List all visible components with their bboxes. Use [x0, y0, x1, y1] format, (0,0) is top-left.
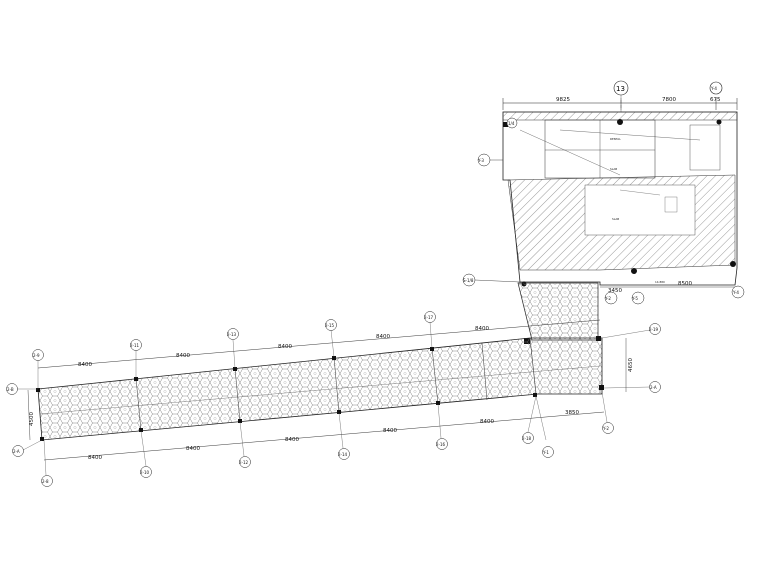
connector-block: [517, 282, 599, 344]
grid-bubble-13: 13: [616, 85, 625, 93]
corridor-side-dim-left: 4500: [29, 412, 35, 426]
grid-bubble-1-4: 1/4: [508, 121, 515, 126]
dim-9825: 9825: [556, 97, 570, 103]
corridor-bottom-dim-2: 8400: [186, 446, 200, 452]
svg-text:SLAB: SLAB: [610, 167, 617, 171]
corridor-bottom-dim-4: 8400: [383, 428, 397, 434]
grid-bubble-2-19: 2-19: [649, 327, 659, 332]
corridor-top-dim-2: 8400: [176, 353, 190, 359]
corridor-top-dim-1: 8400: [78, 362, 92, 368]
grid-bubble-y4-top: Y-4: [710, 86, 717, 91]
grid-bubble-2-13: 2-13: [227, 332, 237, 337]
svg-text:SLAB: SLAB: [612, 217, 619, 221]
dim-675: 675: [710, 97, 721, 103]
grid-bubble-2-9: 2-9: [33, 353, 40, 358]
corridor-bottom-dim-3: 8400: [285, 437, 299, 443]
corridor-top-dim-3: 8400: [278, 344, 292, 350]
grid-bubble-2-18: 2-18: [522, 436, 532, 441]
dim-8500: 8500: [678, 281, 692, 287]
grid-bubble-y5: Y-5: [631, 296, 638, 301]
grid-bubble-s1-8: S-1/8: [463, 278, 474, 283]
grid-bubble-2-14: 2-14: [338, 452, 348, 457]
grid-bubble-2-16: 2-16: [436, 442, 446, 447]
grid-bubble-2-a-left: 2-A: [13, 449, 20, 454]
dim-3450: 3450: [608, 288, 622, 294]
grid-bubble-y3: Y-3: [477, 158, 484, 163]
grid-bubble-2-10: 2-10: [140, 470, 150, 475]
grid-bubble-y2-upper: Y-2: [604, 296, 611, 301]
grid-bubble-y2-lower: Y-2: [602, 426, 609, 431]
grid-bubble-2-8: 2-8: [42, 479, 49, 484]
grid-bubble-y1: Y-1: [542, 450, 549, 455]
corridor-top-dim-5: 8400: [475, 326, 489, 332]
corridor-bottom-dim-1: 8400: [88, 455, 102, 461]
corridor-side-dim-right: 4650: [628, 358, 634, 372]
grid-bubble-2-15: 2-15: [325, 323, 335, 328]
grid-bubble-2-17: 2-17: [424, 315, 434, 320]
dim-7800: 7800: [662, 97, 676, 103]
corridor-block: 8400 8400 8400 8400 8400 8400 8400 8400 …: [6, 311, 661, 487]
grid-bubble-2-12: 2-12: [239, 460, 249, 465]
grid-bubble-y4-right: Y-4: [732, 290, 739, 295]
corridor-bottom-dim-5: 8400: [480, 419, 494, 425]
grid-bubble-2-a-right: 2-A: [650, 385, 657, 390]
grid-bubble-2-b-left: 2-B: [7, 387, 14, 392]
corridor-bottom-dim-6: 3850: [565, 410, 579, 416]
corridor-top-dim-4: 8400: [376, 334, 390, 340]
grid-bubble-2-11: 2-11: [130, 343, 140, 348]
upper-block: 9825 7800 675 13 Y-4 RENTAL SLAB SLAB: [462, 80, 745, 305]
svg-text:RENTAL: RENTAL: [610, 137, 621, 141]
level-14880: 14.880: [655, 280, 665, 284]
